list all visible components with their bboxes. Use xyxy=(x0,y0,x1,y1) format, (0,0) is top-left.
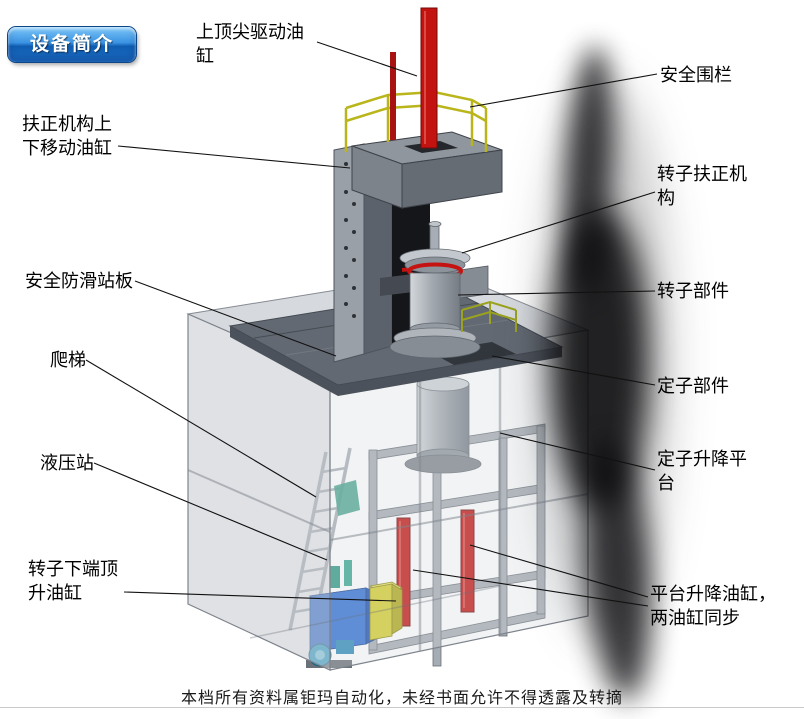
label-rotor-righting-mechanism: 转子扶正机构 xyxy=(657,164,747,209)
bottom-rule xyxy=(0,707,804,708)
label-rotor-jack-cylinder: 转子下端顶升油缸 xyxy=(28,559,118,604)
label-stator-part: 定子部件 xyxy=(657,376,729,396)
label-ladder: 爬梯 xyxy=(50,350,86,370)
valve-stand xyxy=(330,480,360,588)
rotor-assembly xyxy=(389,221,481,359)
top-drive-cylinder xyxy=(390,7,438,149)
footer-disclaimer: 本档所有资料属钜玛自动化，未经书面允许不得透露及转摘 xyxy=(180,690,623,707)
label-antislip-platform: 安全防滑站板 xyxy=(25,271,133,291)
title-badge: 设备简介 xyxy=(8,27,136,62)
deck-railing xyxy=(461,300,517,332)
label-safety-fence: 安全围栏 xyxy=(660,65,732,85)
label-stator-lift-platform: 定子升降平台 xyxy=(657,449,747,494)
label-hydraulic-station: 液压站 xyxy=(40,453,94,473)
label-rotor-part: 转子部件 xyxy=(657,281,729,301)
label-righting-lift-cylinder: 扶正机构上下移动油缸 xyxy=(22,114,112,159)
label-platform-lift-cylinders: 平台升降油缸，两油缸同步 xyxy=(650,584,776,629)
stator-assembly xyxy=(404,376,482,474)
label-top-spindle-cylinder: 上顶尖驱动油缸 xyxy=(196,22,304,67)
